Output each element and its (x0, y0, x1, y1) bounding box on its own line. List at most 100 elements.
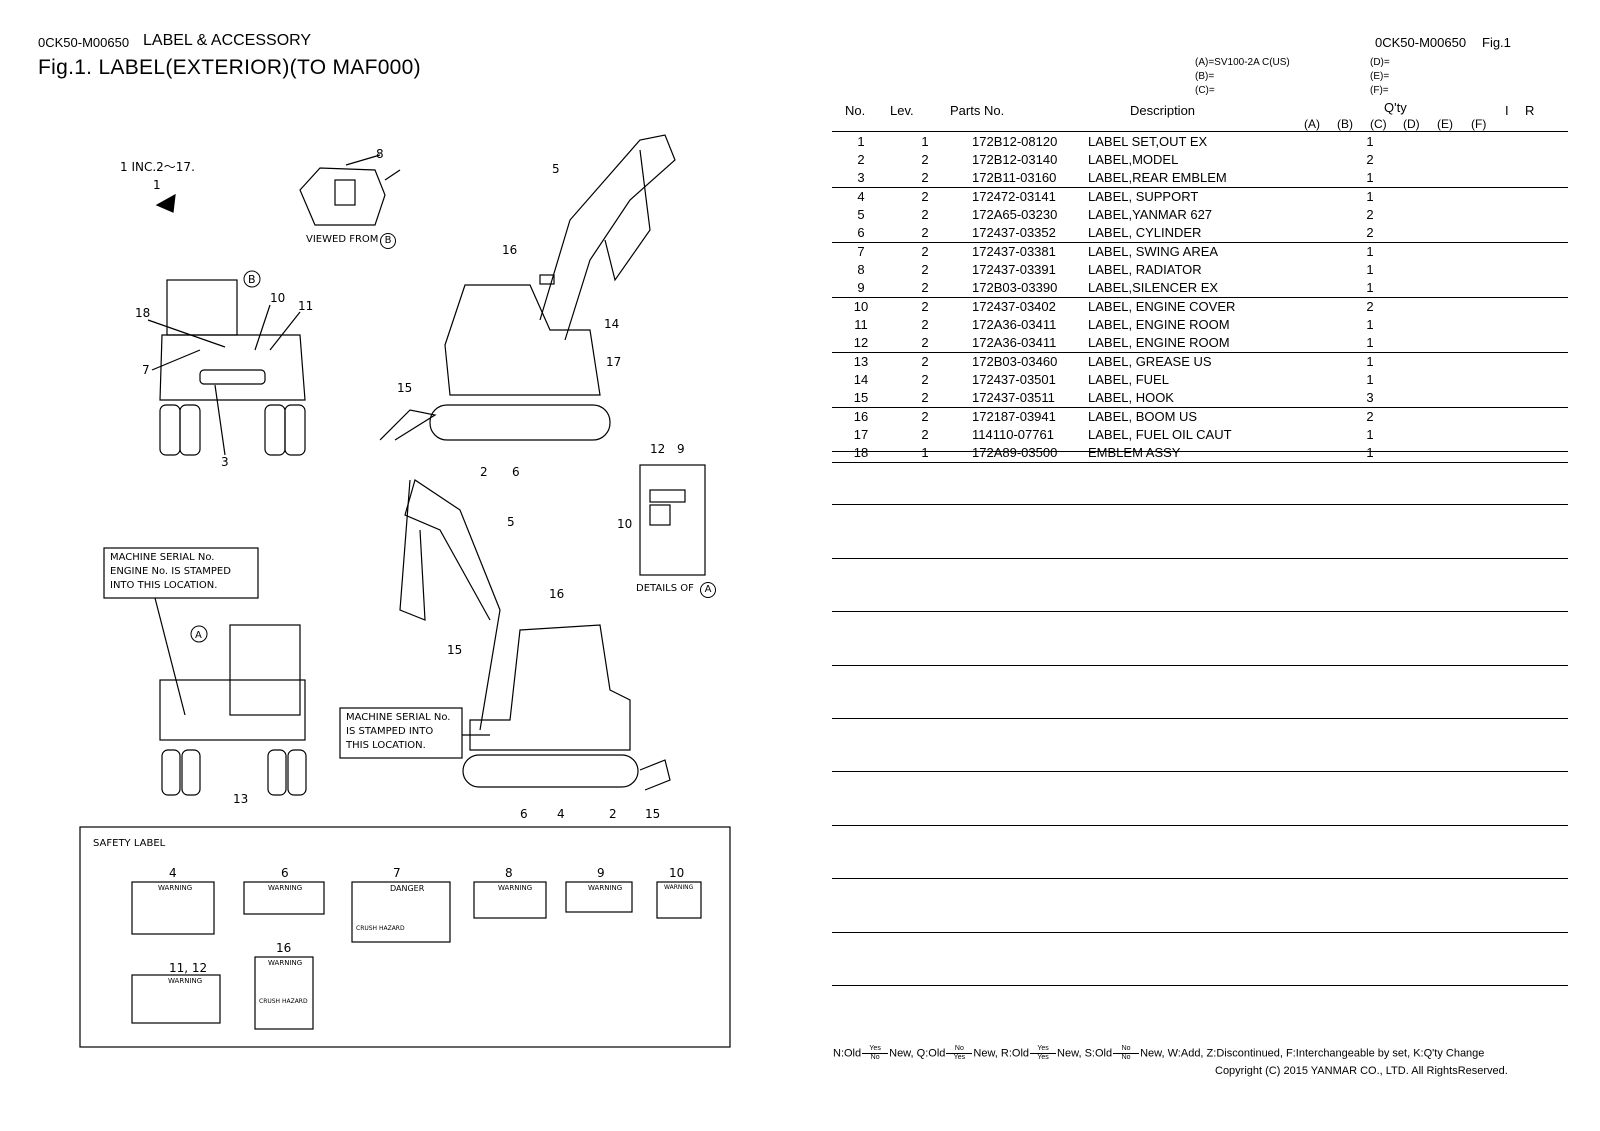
legend-yes: Yes (869, 1045, 881, 1052)
empty-row-rule (832, 451, 1568, 452)
cell-qty-a: 1 (1366, 354, 1374, 369)
cell-qty-a: 1 (1358, 279, 1382, 298)
cell-no: 9 (832, 279, 890, 298)
details-a-label-10 (649, 504, 671, 526)
cell-description: LABEL, RADIATOR (1088, 262, 1202, 277)
leader-18 (147, 319, 226, 348)
cell-lev: 2 (921, 152, 929, 167)
cell-spacer (1382, 444, 1568, 463)
safety-num-11-12: 11, 12 (169, 961, 208, 975)
cell-lev: 2 (921, 427, 929, 442)
cell-description: LABEL, CYLINDER (1082, 224, 1358, 243)
cell-parts-no: 172437-03381 (972, 244, 1056, 259)
cell-spacer (1382, 261, 1568, 279)
cell-description: LABEL,YANMAR 627 (1088, 207, 1213, 222)
cell-qty-a: 1 (1366, 372, 1374, 387)
cell-parts-no: 172A89-03500 (960, 444, 1082, 463)
col-i: I (1505, 103, 1509, 118)
cell-description: LABEL,SILENCER EX (1082, 279, 1358, 298)
track-rear-2 (181, 749, 201, 796)
cell-no: 18 (832, 444, 890, 463)
empty-row-rule (832, 664, 1568, 666)
svg-text:9: 9 (677, 442, 685, 456)
model-f: (F)= (1370, 85, 1389, 96)
legend-yes: Yes (1037, 1045, 1049, 1052)
label-16-upper (539, 274, 555, 285)
legend-n-new: New, (889, 1047, 914, 1060)
cell-spacer (1382, 133, 1568, 151)
safety-label-heading: SAFETY LABEL (93, 838, 166, 849)
warning-caption-11-12: WARNING (168, 977, 203, 985)
model-e: (E)= (1370, 71, 1390, 82)
cell-no: 5 (857, 207, 865, 222)
cell-spacer (1382, 243, 1568, 262)
leader-3 (214, 384, 226, 456)
safety-label-6 (243, 881, 325, 915)
model-a: (A)=SV100-2A C(US) (1195, 57, 1290, 68)
cell-qty-a: 1 (1366, 244, 1374, 259)
header-rule (832, 131, 1568, 132)
svg-text:16: 16 (502, 243, 517, 257)
doc-code-right: 0CK50-M00650 (1375, 35, 1467, 50)
cell-description: LABEL, ENGINE ROOM (1088, 317, 1230, 332)
model-list-left: (A)=SV100-2A C(US) (B)= (C)= (1195, 56, 1290, 98)
cell-spacer (1382, 151, 1568, 169)
cell-spacer (1382, 371, 1568, 389)
details-a-label-12 (649, 489, 686, 503)
leader-11 (269, 311, 301, 351)
svg-text:2: 2 (609, 807, 617, 821)
serial-box-1-line: INTO THIS LOCATION. (110, 580, 218, 591)
track-rear-1 (161, 749, 181, 796)
track-rear-4 (287, 749, 307, 796)
cell-no: 11 (854, 317, 868, 332)
legend-no: No (954, 1045, 964, 1052)
leader-7 (151, 349, 201, 371)
cell-lev: 2 (921, 317, 929, 332)
safety-num-4: 4 (169, 866, 177, 880)
legend-no: No (1121, 1045, 1131, 1052)
col-qty: Q'ty (1384, 100, 1407, 115)
callout-1: 1 (153, 178, 161, 192)
safety-label-9 (565, 881, 633, 913)
blade-upper (379, 409, 437, 441)
empty-row-rule (832, 718, 1568, 719)
safety-label-11-12 (131, 974, 221, 1024)
excavator-body-upper (444, 284, 601, 396)
cell-parts-no: 172437-03391 (972, 262, 1056, 277)
leader-arrow (155, 193, 176, 213)
svg-text:A: A (195, 630, 202, 641)
cell-lev: 2 (921, 244, 929, 259)
warning-caption-16: WARNING (268, 959, 303, 967)
cell-lev: 2 (921, 189, 929, 204)
svg-text:16: 16 (549, 587, 564, 601)
cell-no: 4 (857, 189, 865, 204)
col-qty-e: (E) (1437, 117, 1453, 131)
cell-parts-no: 172B03-03390 (960, 279, 1082, 298)
cab-rear (166, 279, 238, 336)
boom-lower (404, 479, 501, 731)
col-qty-d: (D) (1403, 117, 1420, 131)
legend-r-new: New, (1057, 1047, 1082, 1060)
safety-num-8: 8 (505, 866, 513, 880)
blade-lower (639, 759, 671, 791)
cell-no: 16 (853, 409, 869, 424)
cell-lev: 2 (921, 207, 929, 222)
warning-caption-9: WARNING (588, 884, 623, 892)
svg-text:14: 14 (604, 317, 619, 331)
legend-s-old: S:Old (1084, 1047, 1113, 1060)
cell-parts-no: 172B03-03460 (972, 354, 1058, 369)
legend-yes: Yes (953, 1054, 966, 1061)
track-upper (429, 404, 611, 441)
col-r: R (1525, 103, 1535, 118)
details-of-letter: A (700, 582, 716, 598)
cell-spacer (1382, 426, 1568, 444)
serial-box-2-line: THIS LOCATION. (346, 740, 426, 751)
crush-caption-16: CRUSH HAZARD (259, 998, 308, 1005)
svg-text:7: 7 (142, 363, 150, 377)
